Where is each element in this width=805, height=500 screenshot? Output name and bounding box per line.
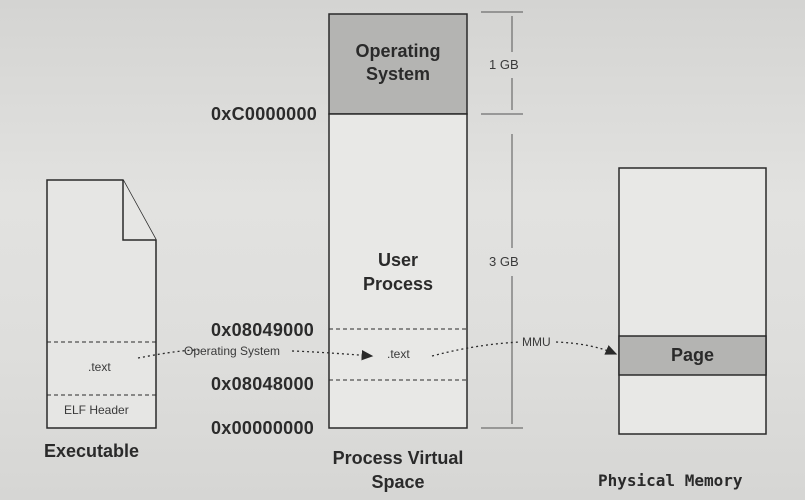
user-label-line2: Process xyxy=(362,274,434,294)
executable-caption: Executable xyxy=(44,441,140,461)
physical-memory-box xyxy=(618,167,767,435)
physical-memory-caption: Physical Memory xyxy=(598,471,743,490)
loader-arrow xyxy=(291,350,374,361)
process-caption-line2: Space xyxy=(371,472,425,492)
address-kernel-base: 0xC0000000 xyxy=(211,104,318,124)
mmu-arrow xyxy=(555,341,618,355)
kernel-region-label: Operating System xyxy=(329,40,467,86)
process-virtual-space-box xyxy=(328,13,468,429)
user-region xyxy=(328,113,468,429)
process-caption-line1: Process Virtual xyxy=(332,448,464,468)
mmu-arrow-label: MMU xyxy=(522,335,551,349)
user-region-label: User Process xyxy=(329,248,467,296)
address-text-start: 0x08048000 xyxy=(211,374,315,394)
physical-page-label: Page xyxy=(670,345,715,365)
address-text-end: 0x08049000 xyxy=(211,320,315,340)
size-kernel-label: 1 GB xyxy=(489,57,519,72)
size-user-label: 3 GB xyxy=(489,254,519,269)
user-label-line1: User xyxy=(377,250,419,270)
elf-header-label: ELF Header xyxy=(64,403,129,417)
process-space-caption: Process Virtual Space xyxy=(318,446,478,494)
mmu-arrow-tail xyxy=(431,341,521,357)
address-zero: 0x00000000 xyxy=(211,418,315,438)
kernel-label-line2: System xyxy=(365,64,431,84)
physical-page xyxy=(618,335,767,376)
vs-text-section-label: .text xyxy=(387,347,410,361)
size-brackets xyxy=(481,11,523,429)
kernel-label-line1: Operating xyxy=(355,41,441,61)
loader-arrow-label: Operating System xyxy=(184,344,281,358)
executable-file-icon xyxy=(46,179,157,429)
kernel-region xyxy=(328,13,468,115)
exec-text-section-label: .text xyxy=(88,360,111,374)
